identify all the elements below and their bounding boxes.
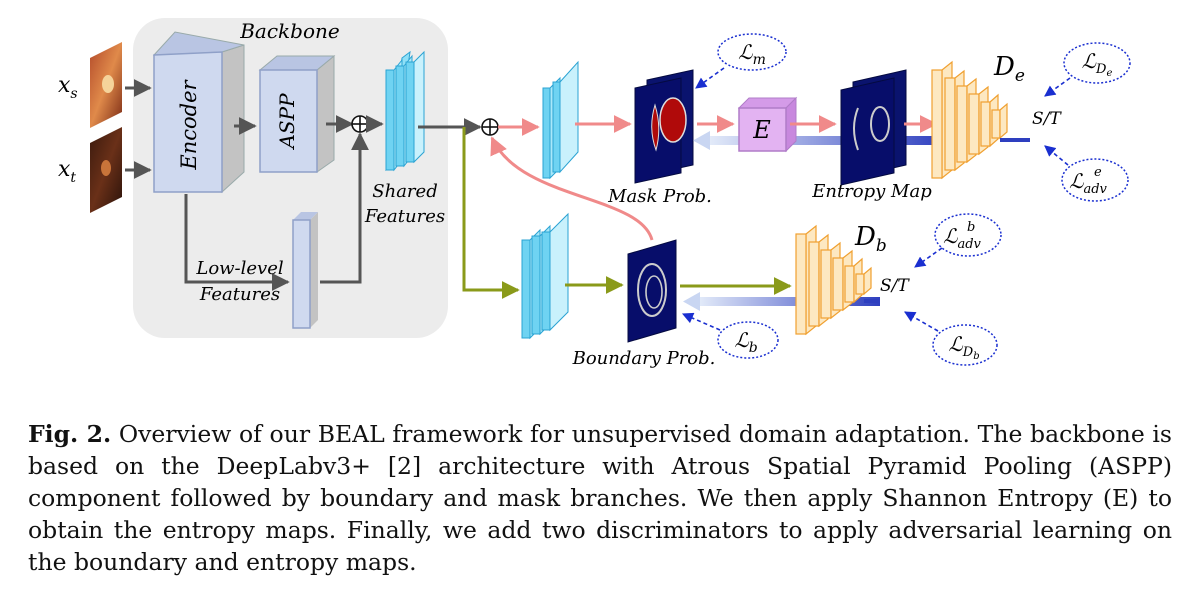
source-input: xs [58, 42, 122, 128]
loss-b: ℒb [717, 321, 779, 359]
boundary-prob-map [627, 239, 677, 343]
mask-prob-label: Mask Prob. [607, 186, 712, 207]
aspp-block: ASPP [258, 54, 336, 173]
encoder-label: Encoder [177, 78, 201, 170]
disc-b-sub: b [876, 236, 887, 256]
loss-adv-e-arrow [1044, 145, 1069, 166]
figure-caption: Fig. 2. Overview of our BEAL framework f… [28, 418, 1172, 578]
loss-m-arrow [695, 67, 725, 89]
entropy-box-label: E [752, 116, 771, 144]
discriminator-e [931, 60, 1008, 180]
loss-adv-b: ℒadv b [934, 213, 1002, 257]
target-input: xt [58, 127, 122, 213]
mask-prob-map [634, 69, 694, 184]
loss-De: ℒDe [1063, 42, 1131, 84]
shared-features-block [385, 50, 425, 172]
boundary-branch-path [462, 127, 520, 299]
disc-e-sub: e [1015, 66, 1025, 86]
svg-text:De: De [993, 52, 1025, 86]
beal-framework-diagram: Backbone xs xt Encoder ASPP [58, 18, 1131, 369]
svg-text:ℒDe: ℒDe [1082, 49, 1113, 79]
entropy-map [840, 69, 907, 186]
concat-oplus [351, 115, 369, 133]
low-level-block [292, 212, 318, 329]
st-top-label: S/T [1032, 109, 1062, 129]
svg-text:xs: xs [58, 73, 78, 102]
loss-adv-e: ℒadv e [1061, 158, 1129, 202]
caption-label: Fig. 2. [28, 420, 112, 448]
mask-oplus [481, 118, 499, 136]
boundary-prob-label: Boundary Prob. [572, 348, 716, 369]
shared-label-2: Features [364, 206, 445, 227]
mask-features-block [542, 60, 579, 180]
disc-b-label: D [854, 222, 876, 252]
entropy-map-label: Entropy Map [811, 181, 932, 202]
boundary-to-mask-curve [490, 136, 654, 241]
svg-text:ℒDb: ℒDb [948, 332, 979, 362]
low-level-label-1: Low-level [195, 258, 284, 279]
loss-adv-b-arrow [914, 247, 943, 268]
backbone-title: Backbone [239, 19, 340, 43]
source-fundus-image [90, 42, 122, 128]
shared-label-1: Shared [372, 181, 437, 202]
discriminator-b [795, 224, 872, 336]
svg-text:ℒadv: ℒadv [943, 224, 981, 252]
low-level-to-concat-path [320, 132, 369, 284]
svg-text:ℒadv: ℒadv [1069, 169, 1107, 197]
svg-text:ℒb: ℒb [734, 328, 757, 356]
caption-text: Overview of our BEAL framework for unsup… [28, 420, 1172, 576]
svg-text:Db: Db [854, 222, 887, 256]
loss-m: ℒm [717, 33, 787, 71]
svg-text:ℒm: ℒm [738, 40, 766, 68]
encoder-block: Encoder [152, 31, 245, 194]
loss-De-arrow [1044, 77, 1071, 97]
boundary-features-block [521, 212, 569, 340]
svg-text:xt: xt [58, 157, 76, 186]
disc-e-label: D [993, 52, 1015, 82]
st-bottom-label: S/T [880, 276, 910, 296]
svg-text:b: b [967, 220, 975, 235]
boundary-feedback-arrow [683, 292, 880, 311]
loss-b-arrow [681, 312, 721, 331]
aspp-label: ASPP [275, 93, 299, 151]
low-level-label-2: Features [199, 284, 280, 305]
low-level-path [184, 194, 290, 291]
loss-Db-arrow [904, 311, 939, 332]
entropy-box: E [737, 96, 798, 153]
loss-Db: ℒDb [932, 324, 998, 366]
entropy-feedback-arrow [693, 131, 945, 150]
svg-text:e: e [1094, 165, 1102, 180]
target-fundus-image [90, 127, 122, 213]
